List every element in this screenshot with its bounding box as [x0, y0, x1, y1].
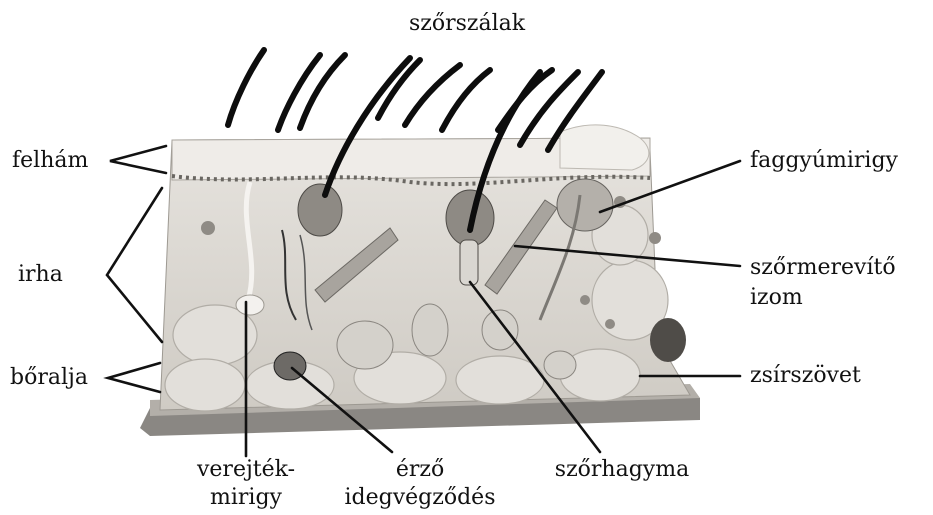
label-arrector-line2: izom	[750, 284, 803, 312]
label-fat-tissue: zsírszövet	[750, 362, 861, 390]
label-sebaceous-gland: faggyúmirigy	[750, 147, 898, 175]
sweat-gland-coil	[236, 295, 264, 315]
epidermis-bracket	[110, 146, 166, 173]
label-hypodermis: bőralja	[10, 364, 88, 392]
fat-surface	[560, 125, 649, 170]
hypodermis-bracket	[108, 363, 160, 392]
sebaceous-gland	[557, 179, 613, 231]
label-dermis: irha	[18, 261, 63, 289]
label-sweat-line1: verejték-	[197, 456, 295, 484]
label-nerve-line2: idegvégződés	[345, 484, 496, 512]
fat-vessel	[650, 318, 686, 362]
label-follicle: szőrhagyma	[555, 456, 689, 484]
dermis-bracket	[107, 188, 162, 342]
label-nerve-line1: érző	[396, 456, 444, 484]
label-epidermis: felhám	[12, 147, 88, 175]
label-arrector-line1: szőrmerevítő	[750, 254, 896, 282]
label-sweat-line2: mirigy	[210, 484, 282, 512]
label-hairs: szőrszálak	[409, 10, 525, 38]
